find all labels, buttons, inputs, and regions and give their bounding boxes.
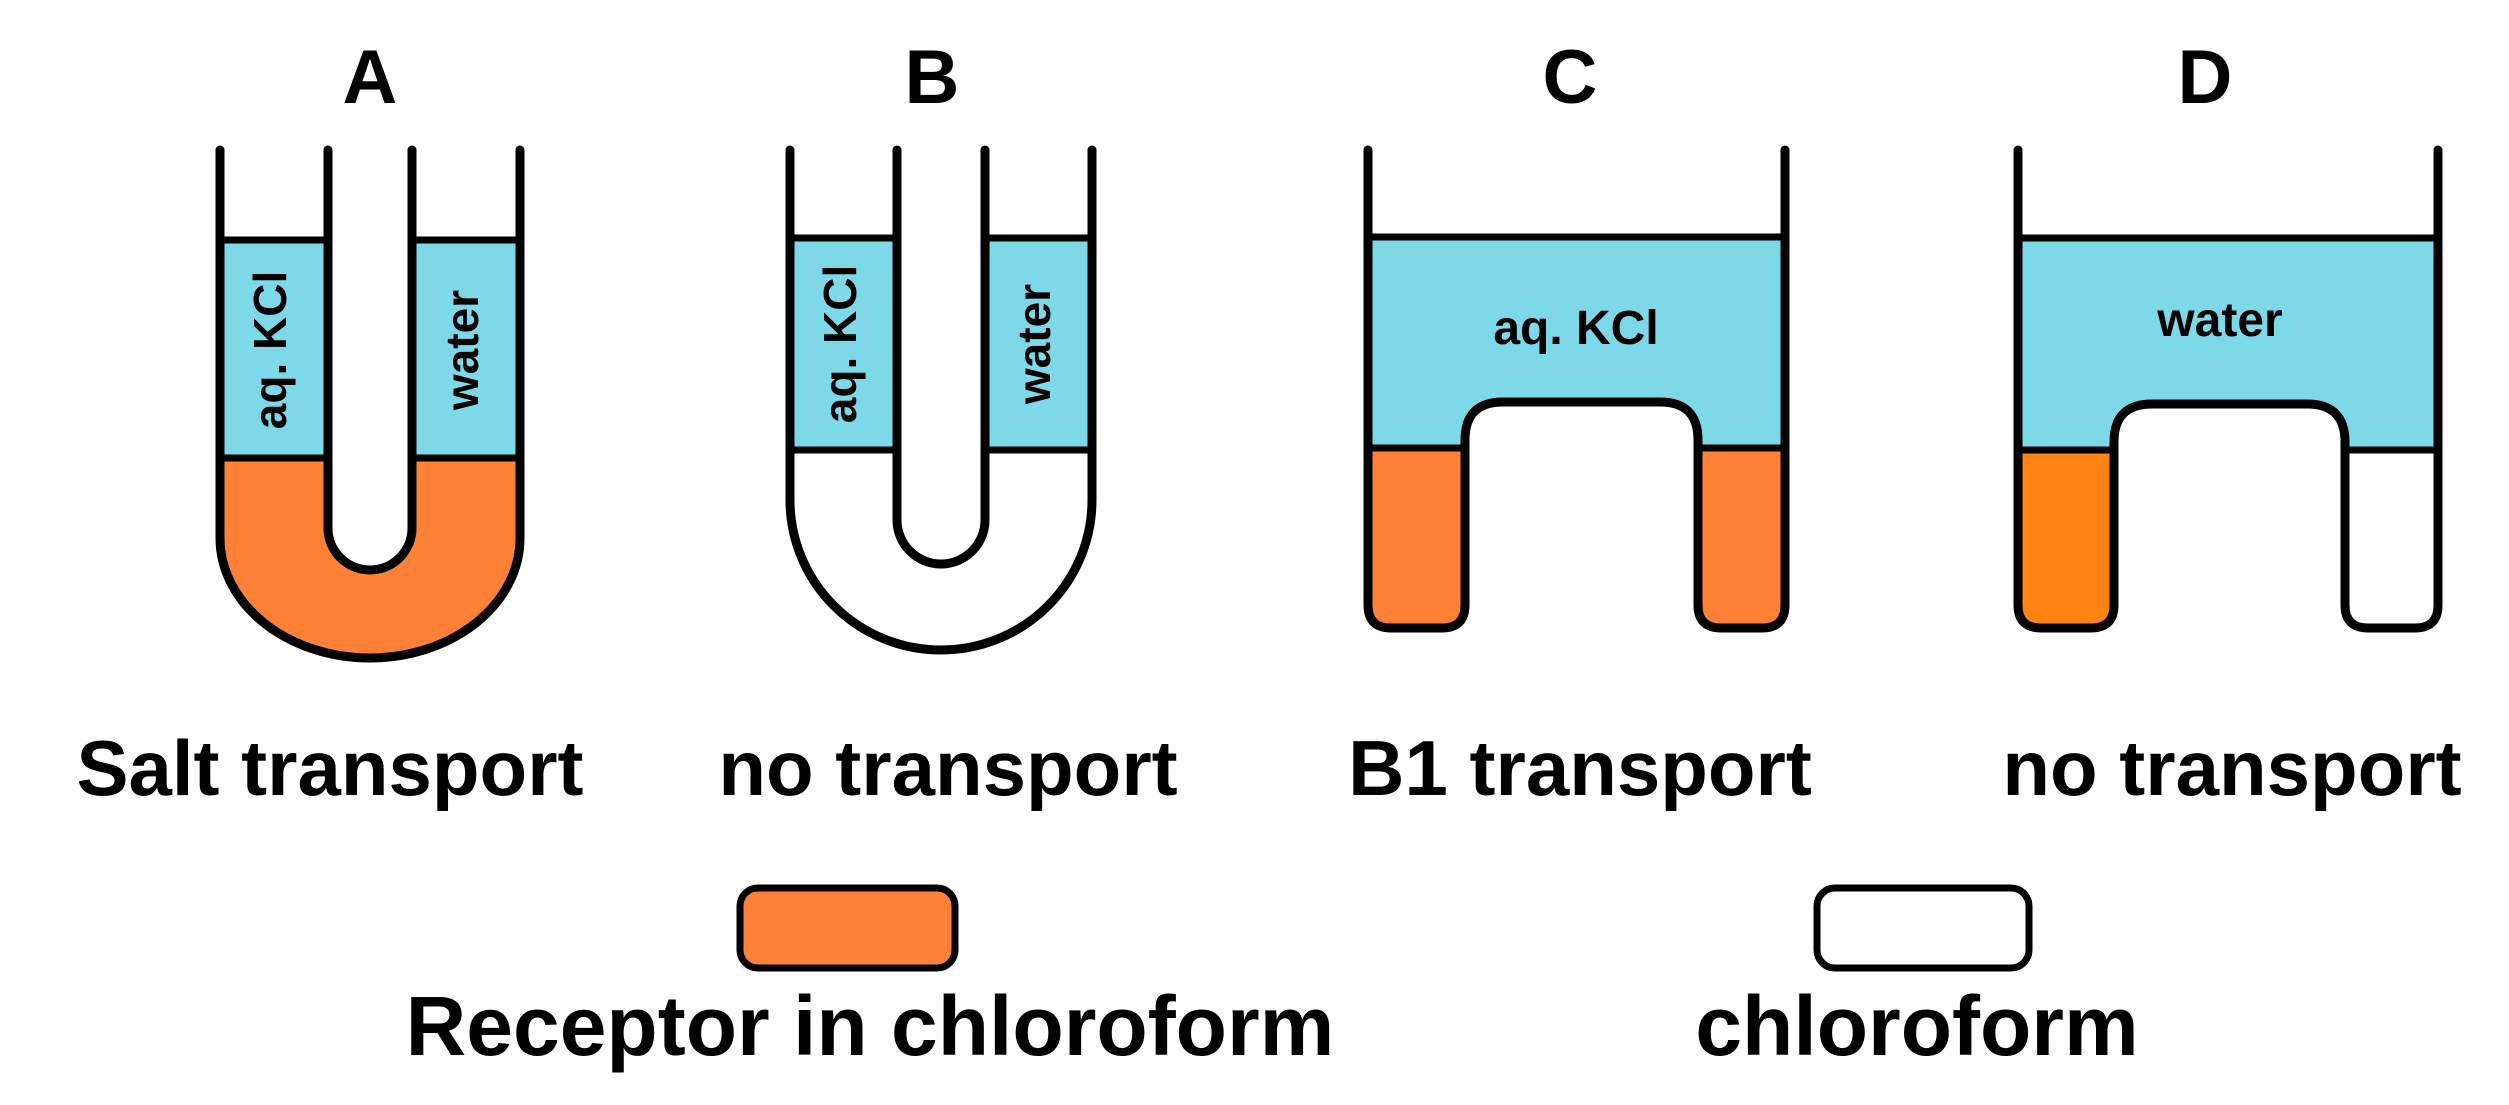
legend-chloroform-swatch: [1813, 884, 2033, 972]
panel-b-kcl-phase: [790, 238, 897, 450]
panel-c-caption: B1 transport: [1348, 724, 1812, 812]
panel-a-letter: A: [343, 35, 398, 120]
panel-c-kcl-phase: [1368, 237, 1785, 448]
panel-b-kcl-label: aq. KCl: [814, 265, 866, 423]
legend: Receptor in chloroform chloroform: [406, 884, 2139, 1073]
panel-c-vessel-wall: [1363, 145, 1790, 633]
panel-a: A aq. KCl water Salt transport: [76, 35, 583, 812]
panel-d: D water no transport: [2002, 35, 2461, 812]
panel-d-left-leg-receptor: [2018, 450, 2114, 628]
panel-c-left-leg-receptor: [1368, 448, 1465, 628]
panel-b-water-phase: [985, 238, 1092, 450]
panel-a-kcl-label: aq. KCl: [244, 271, 296, 429]
panel-c-right-leg-receptor: [1698, 448, 1785, 628]
panel-a-receptor-phase: [220, 458, 520, 658]
panel-d-water-phase: [2018, 238, 2438, 450]
panel-d-water-label: water: [2156, 294, 2282, 347]
panel-c-kcl-label: aq. KCl: [1493, 302, 1658, 355]
panel-a-inner-wall: [323, 145, 417, 575]
panel-d-caption: no transport: [2002, 724, 2461, 812]
panel-a-outer-wall: [215, 145, 525, 663]
legend-receptor-swatch: [736, 884, 959, 972]
panel-d-letter: D: [2178, 35, 2233, 120]
panel-a-water-phase: [412, 240, 520, 460]
panel-a-kcl-phase: [220, 240, 328, 460]
panel-b-outer-wall: [785, 145, 1097, 655]
legend-receptor-label: Receptor in chloroform: [406, 979, 1335, 1073]
panel-b-inner-wall: [892, 145, 990, 569]
panel-b-caption: no transport: [718, 724, 1177, 812]
panel-b-water-label: water: [1008, 284, 1060, 405]
legend-chloroform-label: chloroform: [1695, 979, 2138, 1073]
panel-a-water-label: water: [436, 290, 488, 411]
panel-b: B aq. KCl water no transport: [718, 35, 1177, 812]
panel-a-caption: Salt transport: [76, 724, 583, 812]
panel-c: C aq. KCl B1 transport: [1348, 35, 1812, 812]
panel-b-letter: B: [905, 35, 960, 120]
panel-d-right-leg-chloroform: [2345, 450, 2438, 628]
panel-c-letter: C: [1543, 35, 1598, 120]
panel-d-vessel-wall: [2013, 145, 2443, 633]
